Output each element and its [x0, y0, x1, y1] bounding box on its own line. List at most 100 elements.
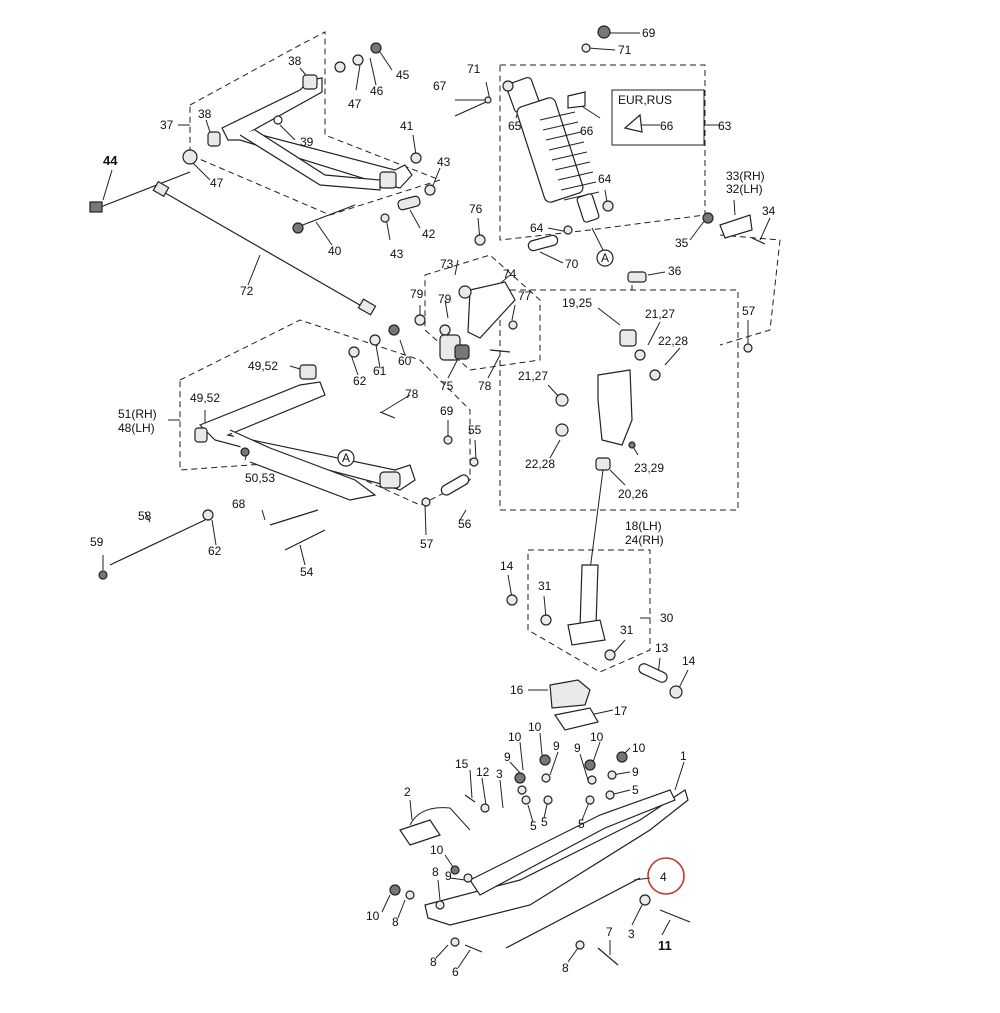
callout-17: 17	[614, 704, 628, 718]
callout-14: 14	[500, 559, 514, 573]
callout-labels: 69 71 71 67 65 66 EUR,RUS 66 63 64 64 70…	[90, 26, 776, 979]
callout-45: 45	[396, 68, 410, 82]
callout-13: 13	[655, 641, 669, 655]
long-bolts	[89, 171, 377, 316]
callout-9: 9	[445, 869, 452, 883]
callout-22-28: 22,28	[525, 457, 555, 471]
callout-10: 10	[430, 843, 444, 857]
highlight-circle	[647, 857, 685, 895]
callout-79: 79	[410, 287, 424, 301]
callout-43: 43	[390, 247, 404, 261]
callout-75: 75	[440, 379, 454, 393]
callout-79: 79	[438, 292, 452, 306]
callout-23-29: 23,29	[634, 461, 664, 475]
callout-57: 57	[742, 304, 756, 318]
callout-4: 4	[660, 870, 667, 884]
callout-47: 47	[210, 176, 224, 190]
callout-10: 10	[366, 909, 380, 923]
callout-3: 3	[628, 927, 635, 941]
callout-74: 74	[503, 267, 517, 281]
callout-48-lh: 48(LH)	[118, 421, 155, 435]
callout-36: 36	[668, 264, 682, 278]
callout-8: 8	[432, 865, 439, 879]
callout-2: 2	[404, 785, 411, 799]
callout-19-25: 19,25	[562, 296, 592, 310]
callout-44: 44	[103, 153, 118, 168]
callout-9: 9	[504, 750, 511, 764]
callout-8: 8	[562, 961, 569, 975]
upper-a-arm	[182, 42, 436, 234]
callout-35: 35	[675, 236, 689, 250]
callout-5: 5	[578, 817, 585, 831]
callout-33-rh: 33(RH)	[726, 169, 765, 183]
callout-34: 34	[762, 204, 776, 218]
callout-66: 66	[580, 124, 594, 138]
callout-11: 11	[658, 938, 672, 953]
callout-24-rh: 24(RH)	[625, 533, 664, 547]
callout-42: 42	[422, 227, 436, 241]
callout-39: 39	[300, 135, 314, 149]
callout-32-lh: 32(LH)	[726, 182, 763, 196]
callout-14: 14	[682, 654, 696, 668]
callout-31: 31	[538, 579, 552, 593]
ref-marker-a: A	[342, 451, 350, 465]
callout-58: 58	[138, 509, 152, 523]
callout-10: 10	[508, 730, 522, 744]
callout-20-26: 20,26	[618, 487, 648, 501]
ref-marker-a: A	[601, 251, 609, 265]
callout-9: 9	[553, 739, 560, 753]
callout-71: 71	[467, 62, 481, 76]
callout-64: 64	[530, 221, 544, 235]
callout-30: 30	[660, 611, 674, 625]
callout-64: 64	[598, 172, 612, 186]
callout-68: 68	[232, 497, 246, 511]
callout-10: 10	[590, 730, 604, 744]
callout-55: 55	[468, 423, 482, 437]
callout-3: 3	[496, 767, 503, 781]
callout-62: 62	[208, 544, 222, 558]
callout-9: 9	[574, 741, 581, 755]
region-note: EUR,RUS	[618, 93, 672, 107]
callout-9: 9	[632, 765, 639, 779]
callout-7: 7	[606, 925, 613, 939]
callout-49-52: 49,52	[248, 359, 278, 373]
leader-lines	[102, 32, 771, 969]
callout-78: 78	[478, 379, 492, 393]
bracket-assembly	[414, 234, 518, 361]
callout-38: 38	[198, 107, 212, 121]
callout-78: 78	[405, 387, 419, 401]
callout-43: 43	[437, 155, 451, 169]
callout-76: 76	[469, 202, 483, 216]
callout-51-rh: 51(RH)	[118, 407, 157, 421]
callout-5: 5	[632, 783, 639, 797]
callout-69: 69	[642, 26, 656, 40]
callout-56: 56	[458, 517, 472, 531]
callout-1: 1	[680, 749, 687, 763]
callout-63: 63	[718, 119, 732, 133]
ski-spindle	[506, 564, 683, 731]
callout-37: 37	[160, 118, 174, 132]
callout-8: 8	[430, 955, 437, 969]
callout-21-27: 21,27	[518, 369, 548, 383]
callout-40: 40	[328, 244, 342, 258]
ref-circle-a-top	[596, 249, 614, 267]
callout-21-27: 21,27	[645, 307, 675, 321]
group-boxes	[179, 31, 781, 673]
callout-15: 15	[455, 757, 469, 771]
callout-10: 10	[528, 720, 542, 734]
callout-69: 69	[440, 404, 454, 418]
lower-a-arm	[98, 324, 479, 580]
callout-62: 62	[353, 374, 367, 388]
callout-5: 5	[541, 815, 548, 829]
callout-66: 66	[660, 119, 674, 133]
callout-38: 38	[288, 54, 302, 68]
callout-31: 31	[620, 623, 634, 637]
callout-8: 8	[392, 915, 399, 929]
callout-12: 12	[476, 765, 490, 779]
callout-61: 61	[373, 364, 387, 378]
ski-assembly	[389, 751, 691, 966]
callout-59: 59	[90, 535, 104, 549]
callout-67: 67	[433, 79, 447, 93]
callout-77: 77	[518, 289, 532, 303]
